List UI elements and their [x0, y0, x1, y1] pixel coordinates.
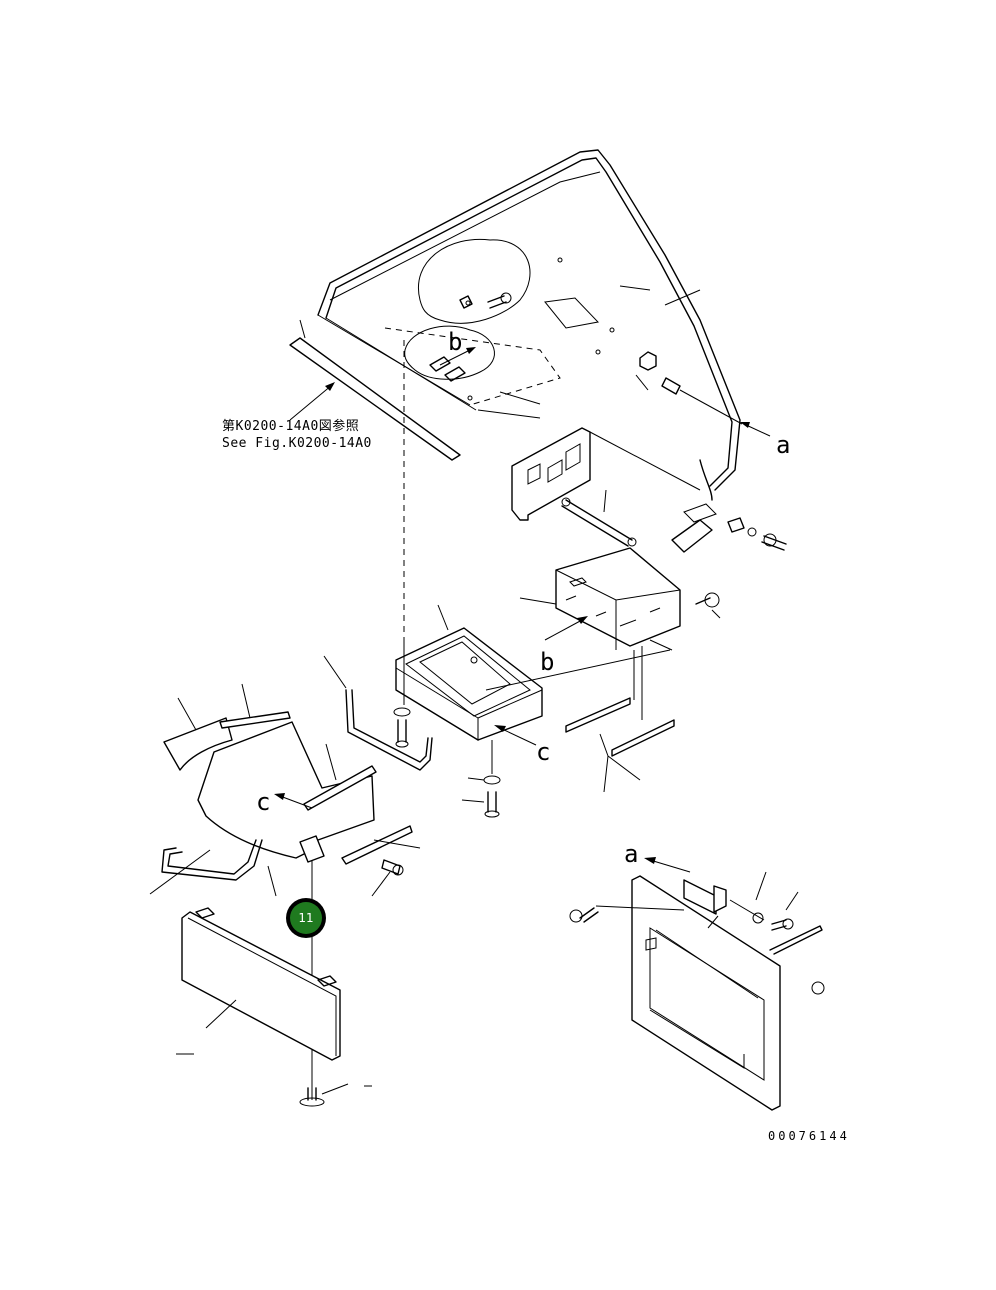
- mounting-bracket: [511, 427, 701, 521]
- reference-line-en: See Fig.K0200-14A0: [222, 436, 372, 451]
- view-arrow-a-top: [740, 422, 771, 437]
- view-label-b-mid: b: [540, 648, 554, 676]
- view-label-a-low: a: [624, 840, 638, 868]
- u-bracket: [323, 655, 433, 771]
- side-panel: [569, 871, 825, 1111]
- callout-badge[interactable]: 11: [286, 898, 326, 938]
- view-label-b-top: b: [448, 328, 462, 356]
- view-arrow-a-low: [644, 857, 691, 873]
- tray: [395, 604, 543, 741]
- view-arrow-c-low: [274, 793, 313, 809]
- tray-fasteners: [393, 640, 501, 818]
- connector-cable-top: [635, 351, 743, 425]
- callout-number: 11: [298, 911, 313, 925]
- bottom-screw: [299, 1083, 372, 1107]
- view-arrow-b-top: [439, 347, 476, 366]
- harness-connector: [671, 459, 787, 553]
- view-label-c-mid: c: [536, 738, 550, 766]
- drawing-code: 00076144: [768, 1129, 850, 1143]
- view-label-a-top: a: [776, 431, 790, 459]
- bent-rod: [149, 839, 277, 897]
- reference-note: 第K0200-14A0図参照 See Fig.K0200-14A0: [222, 382, 372, 451]
- view-label-c-low: c: [256, 788, 270, 816]
- support-rod: [561, 489, 637, 547]
- flat-plate: [176, 907, 341, 1061]
- view-arrow-c-mid: [494, 725, 537, 746]
- view-arrow-b-mid: [485, 616, 671, 691]
- reference-line-ja: 第K0200-14A0図参照: [222, 418, 359, 434]
- controller-box: [519, 547, 721, 651]
- rubber-pads: [565, 646, 675, 793]
- left-strip: [163, 683, 291, 771]
- trim-strip: [341, 825, 421, 897]
- canopy-panel: [289, 149, 741, 640]
- cover-plate: [197, 721, 377, 863]
